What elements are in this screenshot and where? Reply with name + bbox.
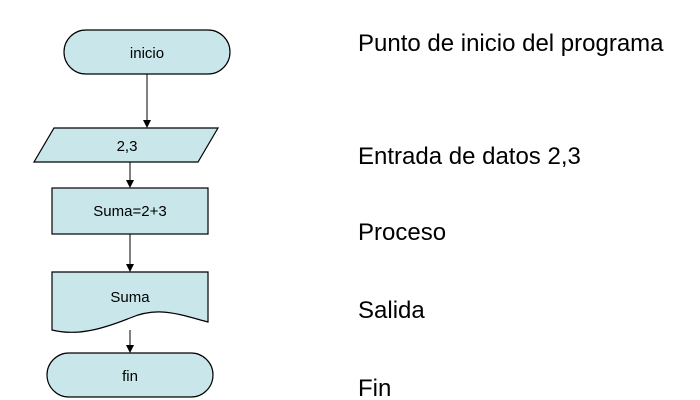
output-label: Suma — [110, 289, 150, 306]
input-label: 2,3 — [117, 138, 138, 155]
start-terminator — [63, 29, 231, 75]
end-description: Fin — [358, 375, 392, 400]
start-description: Punto de inicio del programa — [358, 30, 664, 57]
end-label: fin — [122, 368, 138, 385]
process-rectangle — [51, 187, 209, 235]
start-label: inicio — [130, 45, 164, 62]
process-description: Proceso — [358, 219, 447, 246]
output-document — [51, 271, 209, 333]
end-terminator — [46, 352, 214, 398]
output-description: Salida — [358, 297, 425, 324]
input-parallelogram — [32, 127, 220, 163]
process-label: Suma=2+3 — [93, 203, 166, 220]
input-description: Entrada de datos 2,3 — [358, 143, 581, 170]
